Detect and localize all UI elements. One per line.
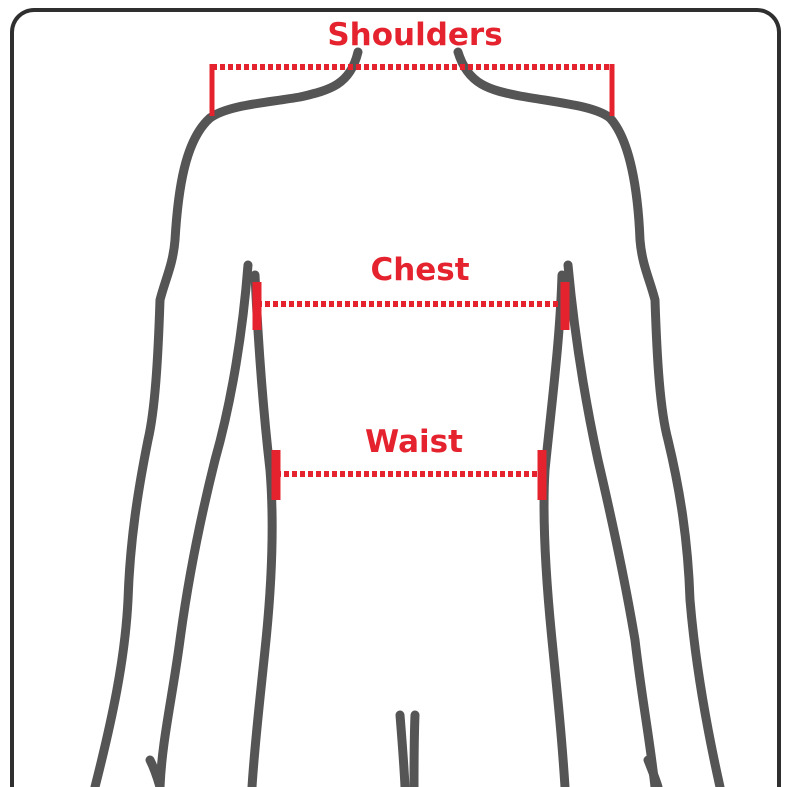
shoulders-label: Shoulders [327, 20, 502, 51]
right-shoulder-line [458, 52, 610, 118]
right-arm-inner [568, 265, 655, 787]
chest-label: Chest [370, 255, 469, 286]
torso-right-side [544, 275, 565, 787]
left-arm-inner [160, 265, 248, 787]
left-shoulder-line [210, 52, 358, 118]
torso-left-side [252, 275, 272, 787]
waist-label: Waist [365, 427, 463, 458]
left-arm-outer [95, 118, 210, 787]
inner-leg-line [400, 715, 415, 787]
right-arm-outer [610, 118, 720, 787]
